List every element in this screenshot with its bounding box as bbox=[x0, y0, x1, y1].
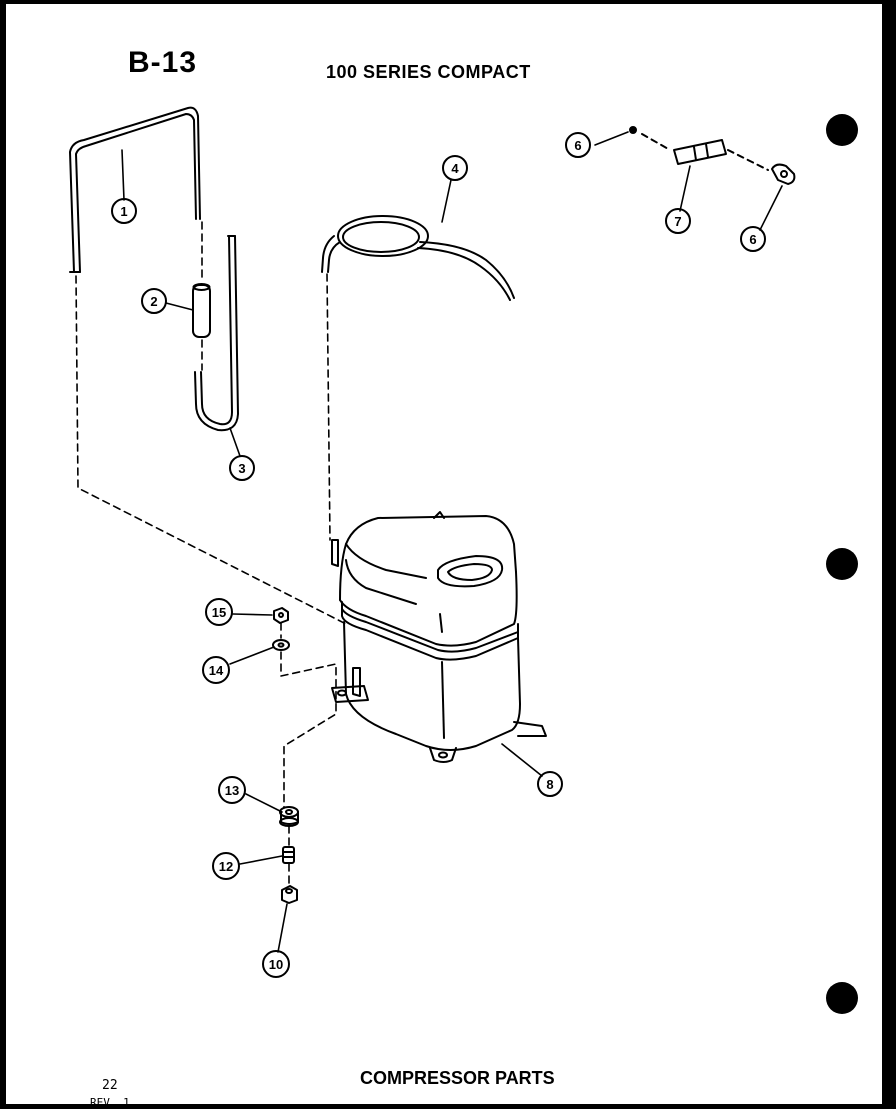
callout-6-clip: 6 bbox=[740, 226, 766, 252]
part-10-nut bbox=[281, 885, 298, 904]
callout-label: 2 bbox=[150, 294, 157, 309]
callout-13: 13 bbox=[218, 776, 246, 804]
callout-15: 15 bbox=[205, 598, 233, 626]
footer-title: COMPRESSOR PARTS bbox=[360, 1068, 555, 1088]
callout-label: 13 bbox=[225, 783, 239, 798]
part-15-nut bbox=[273, 607, 289, 624]
punch-hole-icon bbox=[826, 548, 858, 580]
page-number: 22 bbox=[102, 1078, 118, 1093]
callout-label: 15 bbox=[212, 605, 226, 620]
callout-label: 12 bbox=[219, 859, 233, 874]
callout-label: 1 bbox=[120, 204, 127, 219]
part-2-drier bbox=[192, 283, 211, 338]
callout-label: 6 bbox=[749, 232, 756, 247]
callout-1: 1 bbox=[111, 198, 137, 224]
part-4-coil bbox=[321, 215, 515, 301]
callout-2: 2 bbox=[141, 288, 167, 314]
leader-lines bbox=[121, 131, 783, 953]
section-code: B-13 bbox=[128, 46, 198, 79]
callout-label: 3 bbox=[238, 461, 245, 476]
part-12-sleeve bbox=[282, 846, 295, 864]
punch-hole-icon bbox=[826, 982, 858, 1014]
callout-label: 7 bbox=[674, 214, 681, 229]
callout-4: 4 bbox=[442, 155, 468, 181]
part-6-screw bbox=[629, 126, 637, 134]
part-1-tube bbox=[69, 106, 201, 273]
parts-diagram: 1 2 3 4 6 7 6 8 bbox=[69, 106, 858, 1014]
compressor-body bbox=[331, 511, 547, 763]
callout-10: 10 bbox=[262, 950, 290, 978]
callout-6-screw: 6 bbox=[565, 132, 591, 158]
binder-holes bbox=[826, 114, 858, 1014]
callout-14: 14 bbox=[202, 656, 230, 684]
part-14-washer bbox=[272, 639, 290, 651]
callout-3: 3 bbox=[229, 455, 255, 481]
drawing-sheet: B-13 100 SERIES COMPACT bbox=[6, 4, 885, 1109]
part-3-tube bbox=[194, 235, 239, 432]
punch-hole-icon bbox=[826, 114, 858, 146]
callout-12: 12 bbox=[212, 852, 240, 880]
callout-8: 8 bbox=[537, 771, 563, 797]
callout-label: 6 bbox=[574, 138, 581, 153]
part-13-grommet bbox=[279, 806, 299, 827]
callout-7: 7 bbox=[665, 208, 691, 234]
callout-label: 10 bbox=[269, 957, 283, 972]
assembly-lines bbox=[75, 221, 347, 887]
callout-label: 8 bbox=[546, 777, 553, 792]
part-8-clip bbox=[771, 163, 796, 185]
callout-label: 14 bbox=[209, 663, 224, 678]
part-7-bracket bbox=[673, 139, 727, 165]
callout-label: 4 bbox=[451, 161, 459, 176]
series-title: 100 SERIES COMPACT bbox=[326, 62, 531, 82]
revision-label: REV. 1 bbox=[90, 1096, 130, 1109]
